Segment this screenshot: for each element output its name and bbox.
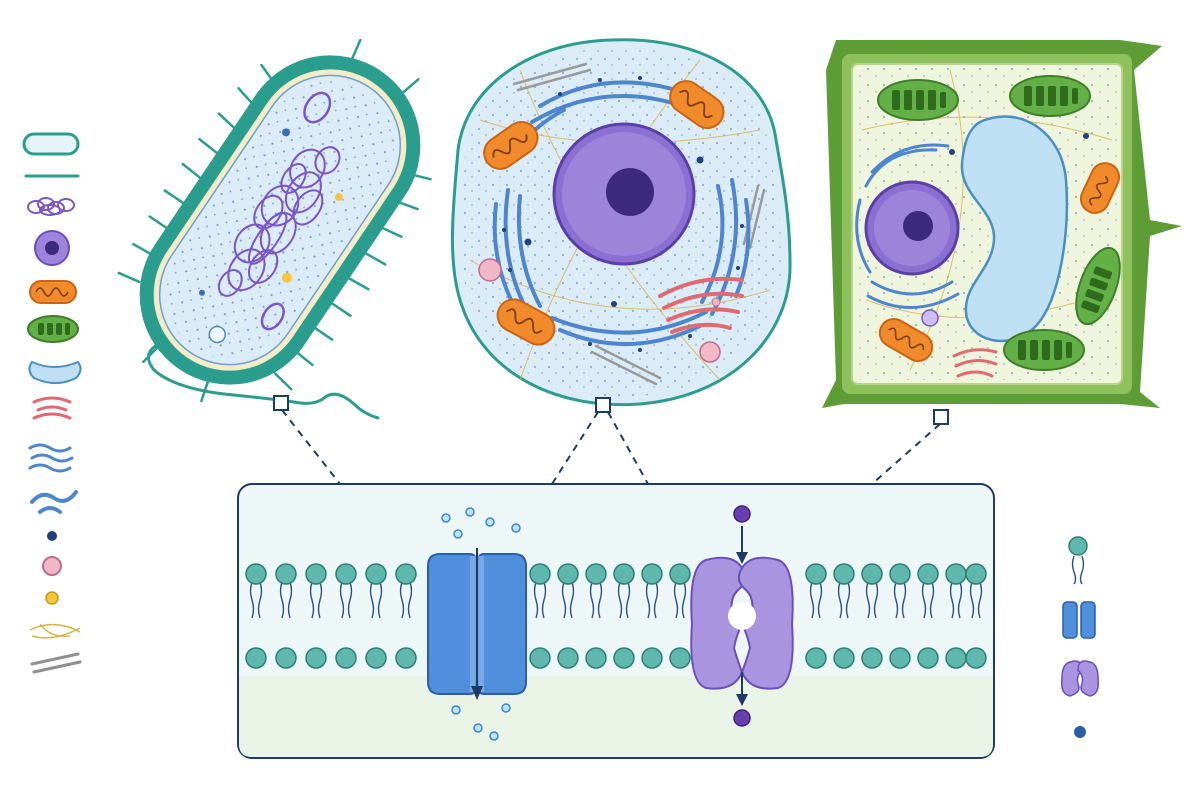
cytoskeleton-icon xyxy=(29,623,81,639)
nucleoid-icon xyxy=(27,197,75,216)
plant-vesicle xyxy=(921,309,939,327)
nucleus-icon xyxy=(34,230,70,266)
animal-mitochondrion xyxy=(483,120,539,170)
plant-central-vacuole xyxy=(960,115,1069,343)
phospholipid-icon xyxy=(1068,536,1088,585)
animal-microtubules xyxy=(512,62,766,386)
microtubule-icon xyxy=(30,652,82,674)
plant-chloroplast xyxy=(1075,246,1121,326)
channel-protein-icon xyxy=(1062,601,1096,639)
plant-mitochondrion xyxy=(878,318,934,362)
animal-nucleolus xyxy=(606,168,654,216)
carrier-protein xyxy=(690,505,794,727)
phospholipid-bilayer xyxy=(245,563,987,669)
mitochondrion-icon xyxy=(29,280,77,304)
animal-mitochondrion xyxy=(669,80,725,130)
ribosome xyxy=(282,128,291,137)
rough-er-icon xyxy=(28,443,74,473)
plant-ribosome xyxy=(949,149,955,155)
plant-chloroplast xyxy=(1009,75,1091,117)
cell-wall-icon xyxy=(22,132,80,156)
vesicle-icon xyxy=(42,556,62,576)
plant-chloroplast xyxy=(1003,329,1085,371)
carrier-solute xyxy=(733,709,751,727)
animal-cell xyxy=(450,38,792,407)
chloroplast-icon xyxy=(27,315,79,343)
solute-icon xyxy=(1074,726,1086,738)
prokaryotic-cell xyxy=(117,38,432,420)
channel-ions xyxy=(441,507,521,741)
prokaryote-zoom-marker xyxy=(273,395,289,411)
plant-nucleus xyxy=(864,180,960,276)
smooth-er-icon xyxy=(30,490,78,514)
zoom-line xyxy=(281,409,341,485)
animal-vesicle xyxy=(711,297,721,307)
animal-mitochondrion xyxy=(496,298,556,346)
plant-cell xyxy=(822,40,1182,408)
nucleoid xyxy=(217,146,341,297)
membrane-zoom-panel xyxy=(237,483,995,759)
animal-vesicle xyxy=(699,341,721,363)
carrier-protein-icon xyxy=(1060,660,1100,697)
plasmid xyxy=(260,302,285,331)
plant-nucleolus xyxy=(903,211,933,241)
animal-ribosome xyxy=(524,238,532,246)
plant-golgi xyxy=(952,348,998,378)
animal-zoom-marker xyxy=(595,397,611,413)
golgi-icon xyxy=(32,396,72,420)
carrier-solute xyxy=(733,505,751,523)
flagellum xyxy=(146,338,380,420)
plant-chloroplast xyxy=(877,79,959,121)
inclusion-body xyxy=(208,325,227,344)
plant-mitochondrion xyxy=(1079,162,1121,214)
animal-nucleus xyxy=(552,122,696,266)
ribosome-icon xyxy=(47,531,57,541)
zoom-line xyxy=(871,423,941,485)
storage-granule xyxy=(281,272,292,283)
plant-ribosome xyxy=(1083,133,1089,139)
vacuole-icon xyxy=(28,360,82,384)
left-legend xyxy=(22,132,82,674)
zoom-line xyxy=(551,411,599,485)
animal-ribosome xyxy=(696,156,704,164)
zoom-line xyxy=(607,411,649,485)
animal-ribosome xyxy=(611,301,617,307)
animal-golgi xyxy=(658,276,744,334)
right-legend xyxy=(1060,536,1100,738)
ribosome xyxy=(198,289,205,296)
storage-granule xyxy=(334,193,343,202)
animal-lysosome xyxy=(478,258,502,282)
plant-rough-er xyxy=(855,143,960,309)
channel-protein xyxy=(427,548,527,700)
granule-icon xyxy=(45,591,59,605)
plant-zoom-marker xyxy=(933,409,949,425)
plasmid xyxy=(303,91,332,124)
zoom-callouts xyxy=(273,395,949,485)
